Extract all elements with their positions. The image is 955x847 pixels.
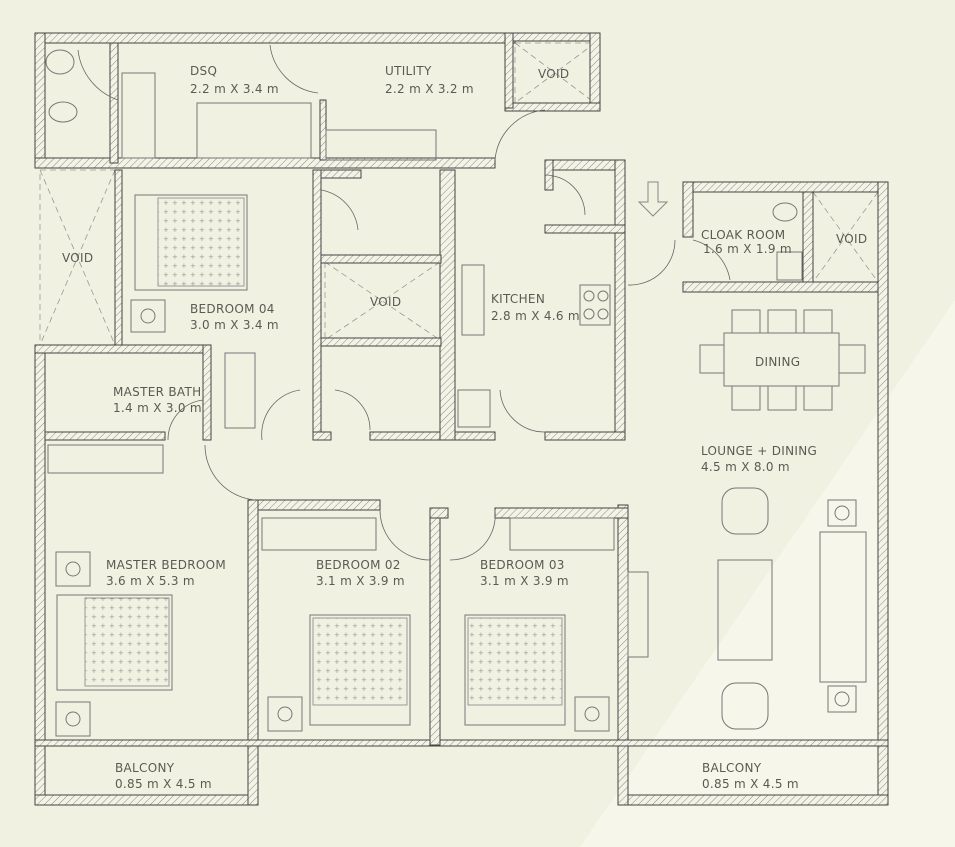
balcony-right-size: 0.85 m X 4.5 m [702,777,799,791]
doors [77,44,731,561]
cloak-room-name: CLOAK ROOM [701,228,785,242]
lounge-name: LOUNGE + DINING [701,444,817,458]
bedroom02-name: BEDROOM 02 [316,558,401,572]
kitchen-size: 2.8 m X 4.6 m [491,309,580,323]
balcony-right-name: BALCONY [702,761,762,775]
bedroom04-size: 3.0 m X 3.4 m [190,318,279,332]
dsq-name: DSQ [190,64,217,78]
utility-name: UTILITY [385,64,432,78]
walls [34,32,889,806]
master-bath-size: 1.4 m X 3.0 m [113,401,202,415]
balcony-left-size: 0.85 m X 4.5 m [115,777,212,791]
master-bedroom-size: 3.6 m X 5.3 m [106,574,195,588]
light-beam [580,300,955,847]
utility-size: 2.2 m X 3.2 m [385,82,474,96]
bedroom03-name: BEDROOM 03 [480,558,565,572]
furniture [45,49,867,737]
dsq-size: 2.2 m X 3.4 m [190,82,279,96]
cloak-room-size: 1.6 m X 1.9 m [703,242,792,256]
void-label: VOID [370,295,401,309]
balcony-left-name: BALCONY [115,761,175,775]
lounge-size: 4.5 m X 8.0 m [701,460,790,474]
master-bath-name: MASTER BATH [113,385,201,399]
void-label: VOID [62,251,93,265]
bedroom02-size: 3.1 m X 3.9 m [316,574,405,588]
bedroom03-size: 3.1 m X 3.9 m [480,574,569,588]
bedroom04-name: BEDROOM 04 [190,302,275,316]
down-arrow-icon [637,181,669,217]
void-label: VOID [836,232,867,246]
master-bedroom-name: MASTER BEDROOM [106,558,226,572]
dining-name: DINING [755,355,800,369]
kitchen-name: KITCHEN [491,292,545,306]
void-label: VOID [538,67,569,81]
